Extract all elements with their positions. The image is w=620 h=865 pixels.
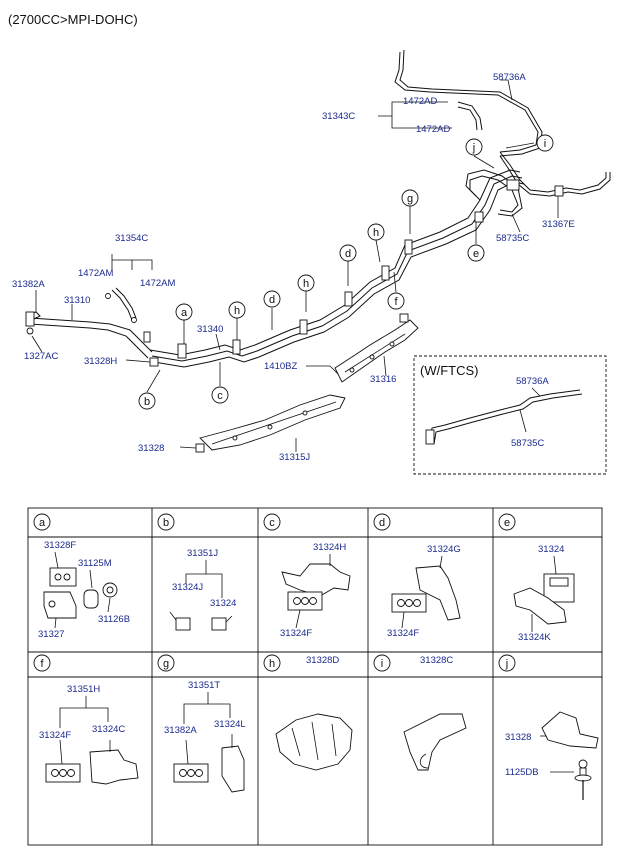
svg-text:f: f: [394, 296, 398, 308]
cell-d-label-31324G: 31324G: [427, 544, 461, 555]
svg-text:g: g: [407, 193, 413, 205]
cell-g-letter: g: [163, 658, 169, 670]
cell-d-label-31324F: 31324F: [387, 628, 419, 639]
wftcs-label: (W/FTCS): [420, 363, 478, 378]
diagram-title: (2700CC>MPI-DOHC): [8, 12, 138, 27]
detail-grid: [27, 507, 603, 846]
cell-h-label-31328D: 31328D: [306, 655, 339, 666]
cell-a-label-31125M: 31125M: [78, 558, 112, 569]
svg-text:i: i: [544, 138, 546, 150]
callout-e: e: [467, 244, 485, 262]
cell-j-letter: j: [505, 658, 508, 670]
cell-g-label-31351T: 31351T: [188, 680, 220, 691]
cell-c-letter: c: [269, 517, 275, 529]
detail-cell-e: e 31324 31324K: [498, 513, 575, 643]
cell-a-letter: a: [39, 517, 46, 529]
cell-b-label-31324: 31324: [210, 598, 236, 609]
callout-c: c: [211, 386, 229, 404]
detail-cell-j: j 31328 1125DB: [498, 654, 599, 800]
cell-f-label-31324C: 31324C: [92, 724, 125, 735]
cell-b-letter: b: [163, 517, 169, 529]
svg-text:j: j: [472, 142, 475, 154]
svg-text:h: h: [303, 278, 309, 290]
detail-cell-c: c 31324H 31324F: [263, 513, 351, 639]
svg-text:d: d: [269, 294, 275, 306]
cell-a-label-31328F: 31328F: [44, 540, 76, 551]
callout-h-2: h: [297, 274, 315, 292]
svg-text:a: a: [181, 307, 188, 319]
callout-b: b: [138, 392, 156, 410]
part-label-31328: 31328: [138, 443, 164, 454]
cell-h-letter: h: [269, 658, 275, 670]
cell-e-label-31324: 31324: [538, 544, 564, 555]
cell-e-label-31324K: 31324K: [518, 632, 551, 643]
cell-a-label-31327: 31327: [38, 629, 64, 640]
part-label-31315J: 31315J: [279, 452, 310, 463]
cell-b-label-31324J: 31324J: [172, 582, 203, 593]
cell-i-letter: i: [381, 658, 383, 670]
callout-i: i: [536, 134, 554, 152]
part-label-1472AM-1: 1472AM: [78, 268, 113, 279]
cell-f-label-31351H: 31351H: [67, 684, 100, 695]
cell-c-label-31324F: 31324F: [280, 628, 312, 639]
main-callouts: a b c d d e f g: [138, 134, 554, 410]
part-label-1410BZ: 1410BZ: [264, 361, 297, 372]
part-label-31354C: 31354C: [115, 233, 148, 244]
part-label-1472AD-2: 1472AD: [416, 124, 450, 135]
cell-i-label-31328C: 31328C: [420, 655, 453, 666]
svg-text:c: c: [217, 390, 223, 402]
svg-text:h: h: [373, 227, 379, 239]
detail-cell-f: f 31351H 31324F 31324C: [33, 654, 139, 785]
part-label-1327AC: 1327AC: [24, 351, 58, 362]
part-label-31316: 31316: [370, 374, 396, 385]
wftcs-inset: (W/FTCS): [413, 355, 607, 475]
svg-text:b: b: [144, 396, 150, 408]
cell-j-label-1125DB: 1125DB: [505, 767, 539, 778]
part-label-31310: 31310: [64, 295, 90, 306]
callout-d-2: d: [339, 244, 357, 262]
part-label-58735C: 58735C: [496, 233, 529, 244]
detail-cell-h: h 31328D: [263, 654, 353, 771]
part-label-31382A: 31382A: [12, 279, 45, 290]
callout-a: a: [175, 303, 193, 321]
cell-c-label-31324H: 31324H: [313, 542, 346, 553]
cell-a-label-31126B: 31126B: [98, 614, 130, 625]
part-label-31328H: 31328H: [84, 356, 117, 367]
cell-j-label-31328: 31328: [505, 732, 531, 743]
detail-cell-i: i 31328C: [373, 654, 467, 771]
callout-d-1: d: [263, 290, 281, 308]
part-label-31343C: 31343C: [322, 111, 355, 122]
cell-f-letter: f: [40, 658, 44, 670]
callout-f: f: [387, 292, 405, 310]
detail-cell-g: g 31351T 31382A 31324L: [157, 654, 246, 793]
cell-g-label-31324L: 31324L: [214, 719, 246, 730]
part-label-31367E: 31367E: [542, 219, 575, 230]
detail-cell-d: d 31324G 31324F: [373, 513, 461, 639]
svg-text:d: d: [345, 248, 351, 260]
cell-b-label-31351J: 31351J: [187, 548, 218, 559]
part-label-31340: 31340: [197, 324, 223, 335]
part-label-1472AM-2: 1472AM: [140, 278, 175, 289]
cell-g-label-31382A: 31382A: [164, 725, 197, 736]
callout-g: g: [401, 189, 419, 207]
callout-h-1: h: [228, 301, 246, 319]
cell-e-letter: e: [504, 517, 510, 529]
cell-f-label-31324F: 31324F: [39, 730, 71, 741]
part-label-58736A: 58736A: [493, 72, 526, 83]
part-label-58736A-wftcs: 58736A: [516, 376, 549, 387]
callout-j: j: [465, 138, 483, 156]
detail-cell-b: b 31351J 31324J 31324: [157, 513, 236, 631]
svg-text:h: h: [234, 305, 240, 317]
main-part-labels: 58736A 1472AD 31343C 1472AD 31367E 58735…: [12, 72, 575, 463]
svg-text:e: e: [473, 248, 479, 260]
detail-cell-a: a 31328F 31125M 31327 31126B: [33, 513, 130, 640]
callout-h-3: h: [367, 223, 385, 241]
part-label-58735C-wftcs: 58735C: [511, 438, 544, 449]
main-assembly: [25, 49, 611, 453]
cell-d-letter: d: [379, 517, 385, 529]
part-label-1472AD-1: 1472AD: [403, 96, 437, 107]
